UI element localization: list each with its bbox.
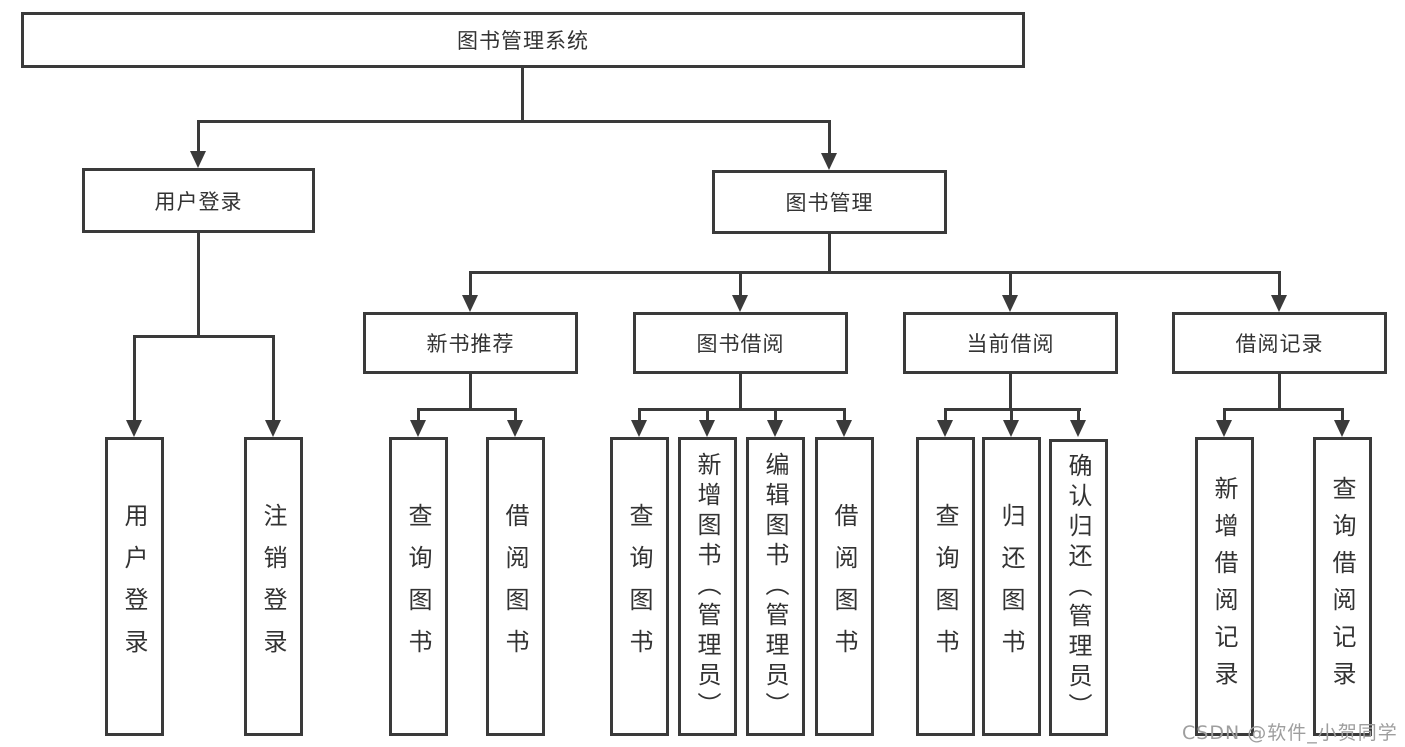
arrow-down-icon xyxy=(507,420,523,437)
node-label: 图书管理 xyxy=(785,191,874,215)
node-label: 当前借阅 xyxy=(966,332,1055,356)
connector-line xyxy=(828,234,831,271)
leaf-return-books: 归还图书 xyxy=(982,437,1041,736)
connector-line xyxy=(706,408,709,421)
connector-line xyxy=(774,408,777,421)
leaf-borrow-books-borrowing: 借阅图书 xyxy=(815,437,874,736)
connector-line xyxy=(197,120,831,123)
node-book-management: 图书管理 xyxy=(712,170,947,234)
arrow-down-icon xyxy=(767,420,783,437)
node-label: 查询借阅记录 xyxy=(1328,475,1356,698)
arrow-down-icon xyxy=(1070,420,1086,437)
node-label: 用户登录 xyxy=(120,502,148,671)
node-label: 借阅记录 xyxy=(1235,332,1324,356)
node-label: 新增借阅记录 xyxy=(1210,475,1238,698)
node-label: 查询图书 xyxy=(625,502,653,671)
arrow-down-icon xyxy=(1003,420,1019,437)
arrow-down-icon xyxy=(836,420,852,437)
connector-line xyxy=(197,233,200,335)
arrow-down-icon xyxy=(462,295,478,312)
connector-line xyxy=(944,408,947,421)
node-label: 注销登录 xyxy=(259,502,287,671)
connector-line xyxy=(197,120,200,152)
node-label: 新增图书（管理员） xyxy=(693,451,721,722)
leaf-add-borrow-record: 新增借阅记录 xyxy=(1195,437,1254,736)
node-label: 查询图书 xyxy=(404,502,432,671)
node-label: 借阅图书 xyxy=(830,502,858,671)
connector-line xyxy=(1010,408,1013,421)
leaf-confirm-return-admin: 确认归还（管理员） xyxy=(1049,439,1108,736)
node-label: 新书推荐 xyxy=(426,332,515,356)
leaf-logout: 注销登录 xyxy=(244,437,303,736)
arrow-down-icon xyxy=(1216,420,1232,437)
arrow-down-icon xyxy=(699,420,715,437)
leaf-borrow-books-recommend: 借阅图书 xyxy=(486,437,545,736)
connector-line xyxy=(1223,408,1343,411)
arrow-down-icon xyxy=(126,420,142,437)
connector-line xyxy=(1278,374,1281,408)
leaf-query-borrow-record: 查询借阅记录 xyxy=(1313,437,1372,736)
node-user-login: 用户登录 xyxy=(82,168,315,233)
connector-line xyxy=(272,335,275,421)
arrow-down-icon xyxy=(937,420,953,437)
node-label: 图书管理系统 xyxy=(457,29,589,53)
connector-line xyxy=(1009,271,1012,296)
connector-line xyxy=(417,408,420,421)
connector-line xyxy=(469,374,472,408)
arrow-down-icon xyxy=(732,295,748,312)
connector-line xyxy=(514,408,517,421)
leaf-query-books-current: 查询图书 xyxy=(916,437,975,736)
connector-line xyxy=(469,271,472,296)
arrow-down-icon xyxy=(1334,420,1350,437)
connector-line xyxy=(1009,374,1012,408)
leaf-query-books-borrowing: 查询图书 xyxy=(610,437,669,736)
node-library-management-system: 图书管理系统 xyxy=(21,12,1025,68)
arrow-down-icon xyxy=(410,420,426,437)
leaf-add-book-admin: 新增图书（管理员） xyxy=(678,437,737,736)
connector-line xyxy=(828,120,831,154)
watermark: CSDN @软件_小贺同学 xyxy=(1182,722,1398,744)
node-label: 查询图书 xyxy=(931,502,959,671)
connector-line xyxy=(417,408,517,411)
connector-line xyxy=(133,335,136,421)
connector-line xyxy=(638,408,846,411)
connector-line xyxy=(739,271,742,296)
connector-line xyxy=(1223,408,1226,421)
connector-line xyxy=(133,335,275,338)
node-new-book-recommendation: 新书推荐 xyxy=(363,312,578,374)
node-borrowing-records: 借阅记录 xyxy=(1172,312,1387,374)
connector-line xyxy=(469,271,1281,274)
leaf-user-login: 用户登录 xyxy=(105,437,164,736)
connector-line xyxy=(1077,408,1080,421)
node-label: 用户登录 xyxy=(154,189,243,214)
node-label: 确认归还（管理员） xyxy=(1064,452,1092,723)
arrow-down-icon xyxy=(631,420,647,437)
arrow-down-icon xyxy=(265,420,281,437)
arrow-down-icon xyxy=(1002,295,1018,312)
connector-line xyxy=(521,68,524,120)
connector-line xyxy=(739,374,742,408)
arrow-down-icon xyxy=(190,151,206,168)
connector-line xyxy=(638,408,641,421)
node-book-borrowing: 图书借阅 xyxy=(633,312,848,374)
leaf-edit-book-admin: 编辑图书（管理员） xyxy=(746,437,805,736)
connector-line xyxy=(1278,271,1281,296)
connector-line xyxy=(1341,408,1344,421)
node-label: 归还图书 xyxy=(997,502,1025,671)
arrow-down-icon xyxy=(1271,295,1287,312)
node-current-borrowing: 当前借阅 xyxy=(903,312,1118,374)
connector-line xyxy=(843,408,846,421)
arrow-down-icon xyxy=(821,153,837,170)
node-label: 图书借阅 xyxy=(696,332,785,356)
leaf-query-books-recommend: 查询图书 xyxy=(389,437,448,736)
node-label: 编辑图书（管理员） xyxy=(761,451,789,722)
node-label: 借阅图书 xyxy=(501,502,529,671)
